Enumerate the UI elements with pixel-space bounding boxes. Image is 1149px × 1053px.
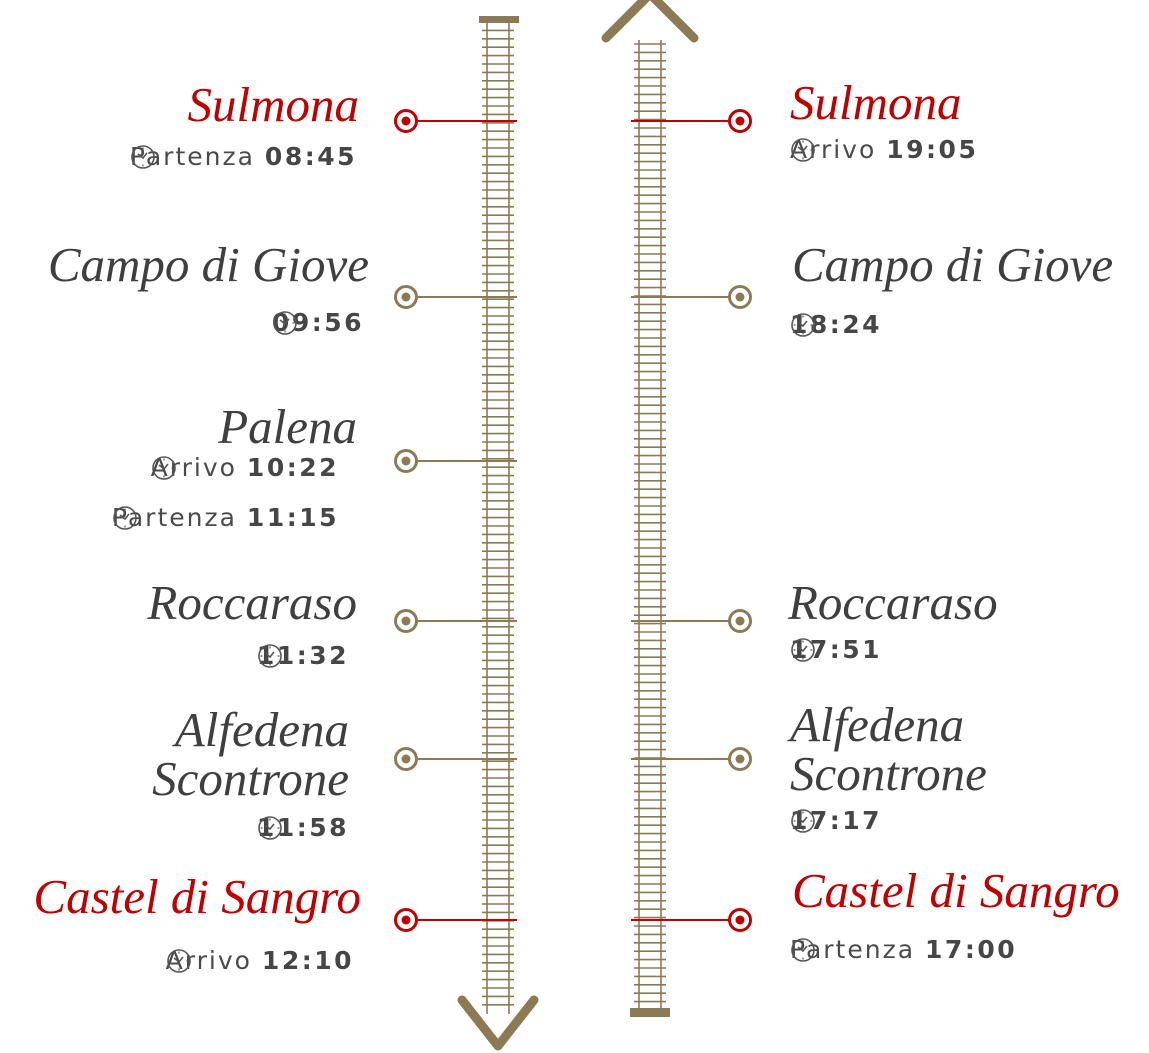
station-marker-dot bbox=[401, 456, 411, 466]
time-value: 08:45 bbox=[264, 142, 357, 171]
station-roccaraso-return: Roccaraso bbox=[788, 575, 998, 630]
clock-icon bbox=[166, 949, 191, 973]
station-castel-di-sangro-outbound: Castel di Sangro bbox=[33, 869, 361, 924]
track-end-cap bbox=[630, 1008, 670, 1017]
track-outbound bbox=[482, 18, 514, 1014]
station-palena-outbound: Palena bbox=[218, 399, 357, 454]
arrow-up-icon bbox=[601, 0, 699, 43]
time-palena-arrival: Arrivo 10:22 bbox=[151, 455, 339, 480]
station-marker-dot bbox=[401, 292, 411, 302]
time-value: 19:05 bbox=[886, 135, 979, 164]
clock-icon bbox=[258, 644, 282, 668]
station-marker-dot bbox=[401, 754, 411, 764]
track-return bbox=[634, 40, 666, 1014]
arrow-down-icon bbox=[457, 995, 539, 1051]
clock-icon bbox=[151, 456, 176, 480]
clock-icon bbox=[791, 638, 815, 662]
time-roccaraso-return: 17:51 bbox=[790, 637, 882, 662]
time-palena-departure: Partenza 11:15 bbox=[112, 505, 339, 530]
station-sulmona-outbound: Sulmona bbox=[187, 77, 360, 132]
station-marker-dot bbox=[735, 915, 745, 925]
clock-icon bbox=[791, 138, 815, 162]
station-alfedena-scontrone-outbound: Alfedena Scontrone bbox=[152, 702, 349, 806]
station-marker-dot bbox=[401, 616, 411, 626]
clock-icon bbox=[791, 313, 815, 337]
time-sulmona-return: Arrivo 19:05 bbox=[790, 137, 978, 162]
time-value: 12:10 bbox=[261, 946, 354, 975]
time-campo-di-giove-outbound: 09:56 bbox=[272, 310, 364, 335]
track-end-cap bbox=[479, 16, 519, 23]
station-castel-di-sangro-return: Castel di Sangro bbox=[792, 863, 1120, 918]
station-campo-di-giove-outbound: Campo di Giove bbox=[47, 237, 369, 292]
clock-icon bbox=[258, 816, 282, 840]
clock-icon bbox=[131, 145, 155, 169]
clock-icon bbox=[791, 809, 815, 833]
time-castel-di-sangro-return: Partenza 17:00 bbox=[790, 937, 1017, 962]
time-campo-di-giove-return: 18:24 bbox=[790, 312, 882, 337]
time-value: 17:00 bbox=[925, 935, 1018, 964]
station-campo-di-giove-return: Campo di Giove bbox=[792, 237, 1114, 292]
station-marker-dot bbox=[401, 915, 411, 925]
station-marker-dot bbox=[735, 754, 745, 764]
station-roccaraso-outbound: Roccaraso bbox=[147, 575, 357, 630]
time-castel-di-sangro-outbound: Arrivo 12:10 bbox=[166, 948, 354, 973]
station-marker-dot bbox=[735, 116, 745, 126]
time-roccaraso-outbound: 11:32 bbox=[257, 643, 349, 668]
clock-icon bbox=[273, 311, 297, 335]
station-sulmona-return: Sulmona bbox=[790, 75, 962, 130]
clock-icon bbox=[791, 938, 815, 962]
time-value: 10:22 bbox=[246, 453, 339, 482]
station-marker-dot bbox=[735, 616, 745, 626]
time-alfedena-scontrone-return: 17:17 bbox=[790, 808, 882, 833]
time-alfedena-scontrone-outbound: 11:58 bbox=[257, 815, 349, 840]
station-marker-dot bbox=[401, 116, 411, 126]
time-value: 11:15 bbox=[246, 503, 339, 532]
station-alfedena-scontrone-return: Alfedena Scontrone bbox=[790, 697, 987, 801]
time-sulmona-outbound: Partenza 08:45 bbox=[130, 144, 357, 169]
station-marker-dot bbox=[735, 292, 745, 302]
clock-icon bbox=[113, 506, 137, 530]
